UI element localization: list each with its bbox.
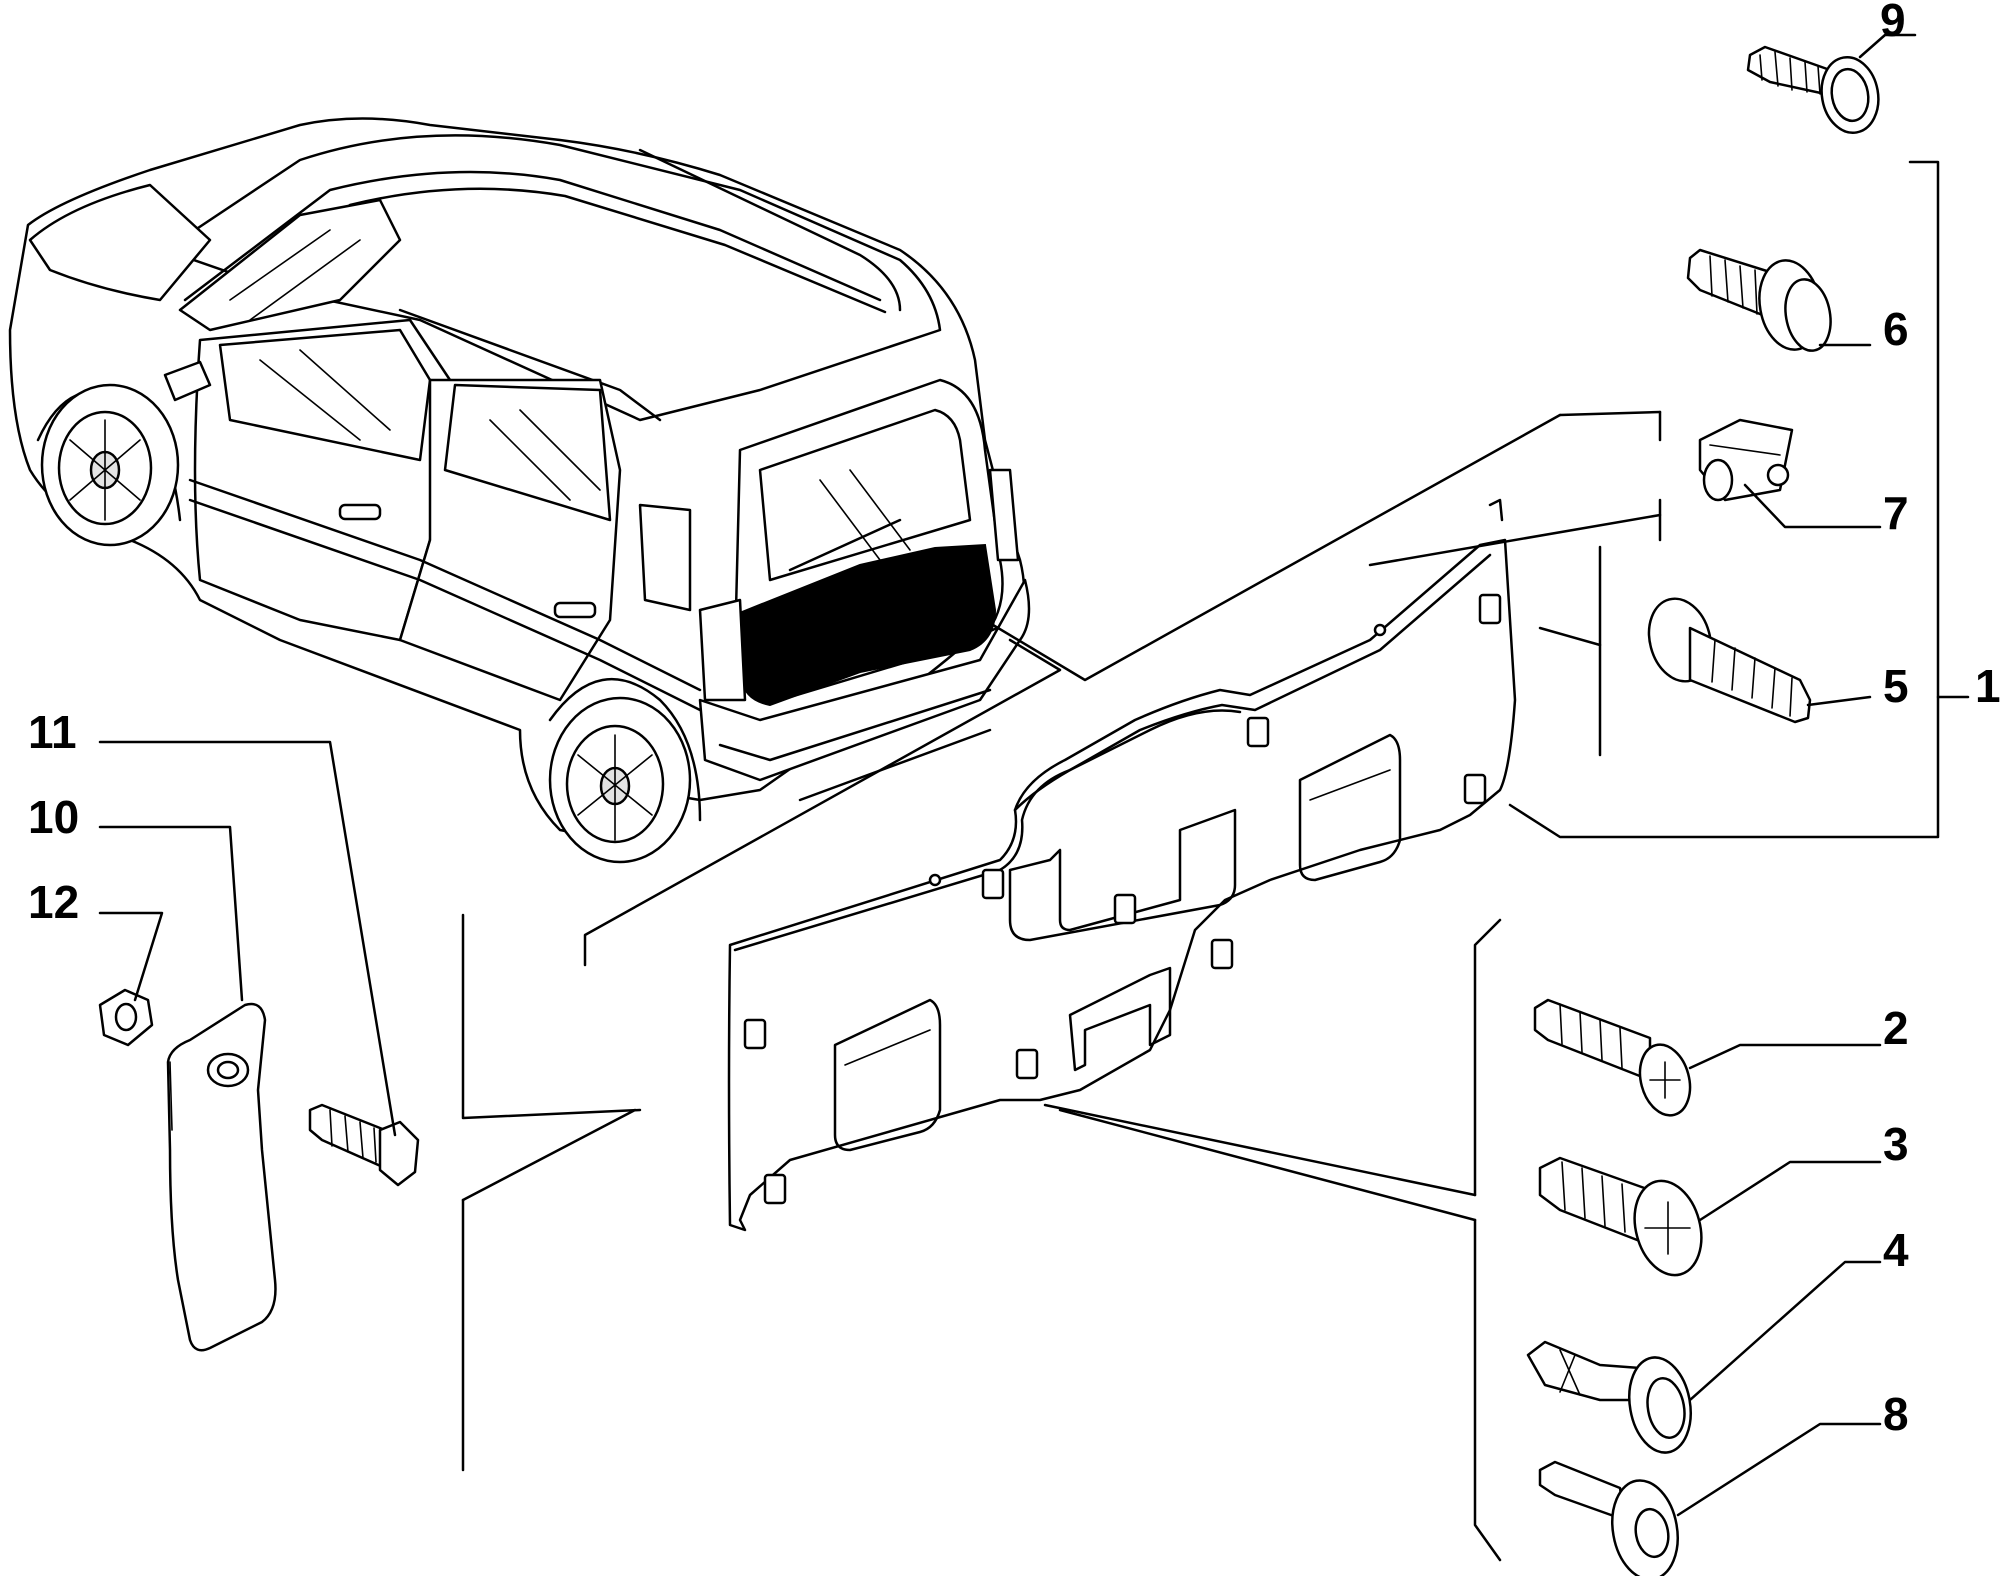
part-4-push-rivet — [1526, 1340, 1692, 1454]
car-illustration — [8, 117, 1031, 864]
leader-lines — [98, 33, 1970, 1562]
callout-11: 11 — [28, 706, 77, 758]
part-9-plastic-rivet — [1746, 45, 1880, 134]
callout-10: 10 — [28, 791, 79, 843]
part-6-screw-washer — [1686, 248, 1832, 352]
callout-7: 7 — [1883, 487, 1909, 539]
car-to-panel-leader — [583, 413, 1562, 967]
tailgate-trim-panel — [727, 498, 1517, 1232]
callout-4: 4 — [1883, 1224, 1909, 1276]
part-10-bracket-plate — [166, 1002, 277, 1352]
callout-9: 9 — [1880, 0, 1906, 46]
callout-6: 6 — [1883, 303, 1909, 355]
part-2-phillips-screw — [1533, 998, 1692, 1117]
part-12-hex-nut — [98, 988, 154, 1047]
callout-1: 1 — [1975, 660, 2001, 712]
callout-12: 12 — [28, 876, 79, 928]
part-11-hex-bolt — [308, 1103, 420, 1187]
part-5-flange-bolt — [1647, 597, 1812, 724]
callout-labels: 9 6 7 5 1 2 3 4 8 11 10 12 — [28, 0, 2001, 1440]
callout-3: 3 — [1883, 1118, 1909, 1170]
part-8-push-pin — [1538, 1460, 1679, 1576]
part-7-clip — [1698, 418, 1794, 502]
callout-2: 2 — [1883, 1002, 1909, 1054]
part-3-phillips-screw — [1538, 1156, 1703, 1277]
callout-8: 8 — [1883, 1388, 1909, 1440]
callout-5: 5 — [1883, 660, 1909, 712]
